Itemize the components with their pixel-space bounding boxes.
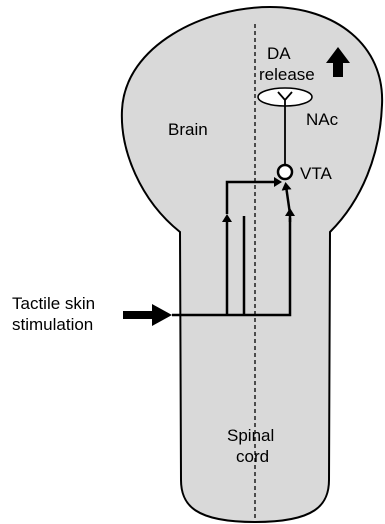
label-spinal: Spinal bbox=[227, 426, 274, 445]
label-nac: NAc bbox=[306, 110, 339, 129]
label-brain: Brain bbox=[168, 120, 208, 139]
label-stimulation: stimulation bbox=[12, 315, 93, 334]
label-tactile: Tactile skin bbox=[12, 294, 95, 313]
neuron-circle-icon bbox=[278, 165, 292, 179]
label-vta: VTA bbox=[300, 164, 332, 183]
label-release: release bbox=[259, 65, 315, 84]
label-da: DA bbox=[267, 44, 291, 63]
label-cord: cord bbox=[236, 447, 269, 466]
right-arrow-icon bbox=[123, 304, 172, 326]
